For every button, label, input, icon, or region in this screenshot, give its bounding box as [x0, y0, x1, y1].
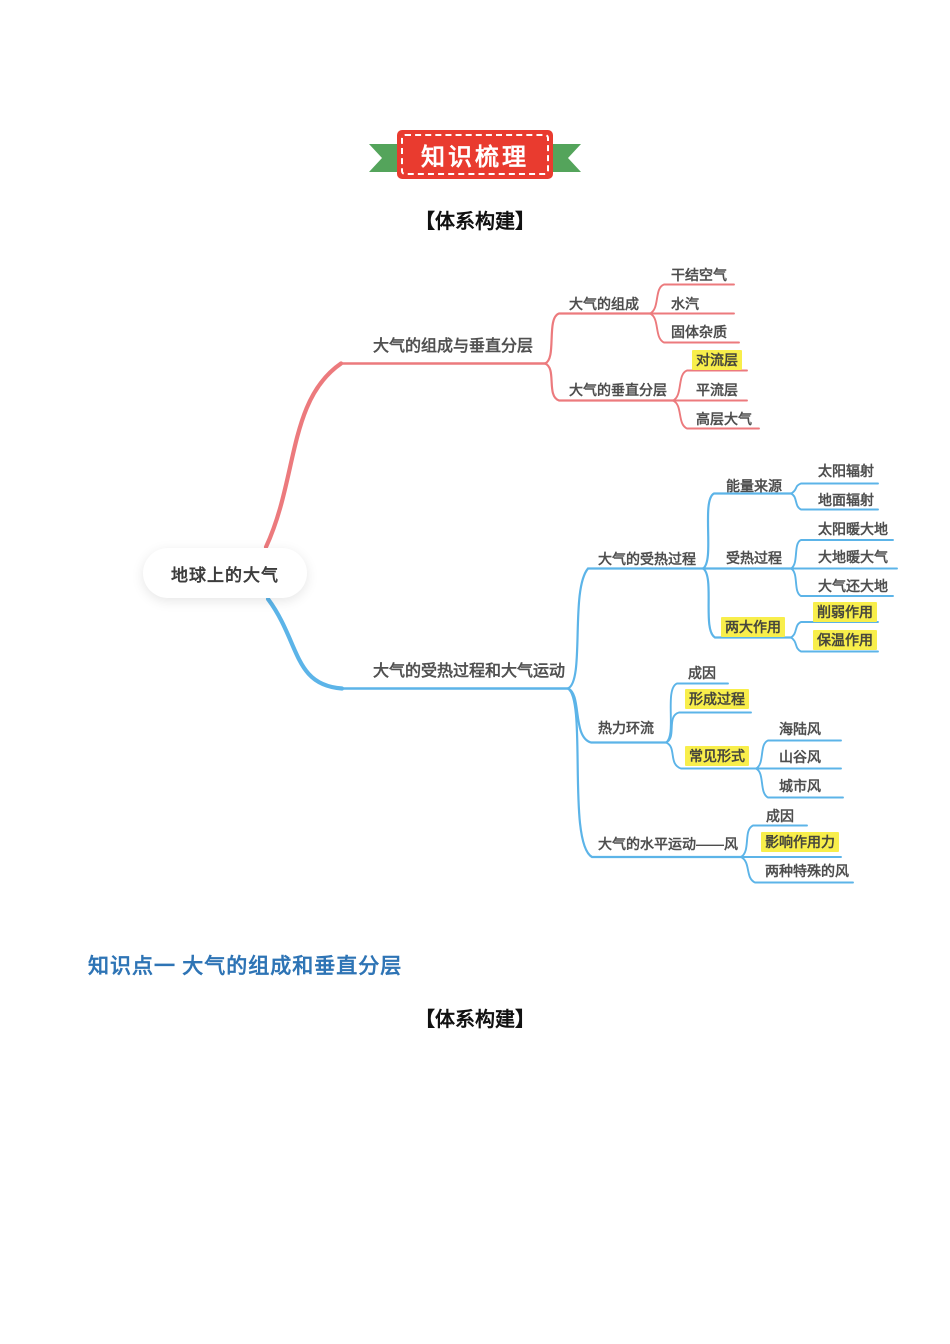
- leaf-solar-radiation: 太阳辐射: [818, 463, 874, 479]
- leaf-dry-clean-air: 干结空气: [671, 267, 727, 283]
- banner-red-box: 知识梳理: [397, 130, 553, 179]
- branch-heating-process-and-motion: 大气的受热过程和大气运动: [373, 663, 566, 680]
- leaf-cause-2: 成因: [766, 808, 794, 824]
- system-build-heading-1: 【体系构建】: [415, 211, 535, 233]
- leaf-sea-land-breeze: 海陆风: [779, 721, 821, 737]
- node-horizontal-motion-wind: 大气的水平运动——风: [598, 836, 738, 852]
- leaf-stratosphere: 平流层: [696, 382, 738, 398]
- node-two-effects: 两大作用: [721, 617, 785, 638]
- branch-composition-vertical-layering: 大气的组成与垂直分层: [373, 338, 534, 355]
- leaf-urban-breeze: 城市风: [779, 778, 821, 794]
- leaf-ground-radiation: 地面辐射: [818, 492, 874, 508]
- leaf-formation-process: 形成过程: [685, 689, 749, 710]
- banner-dashed-border: 知识梳理: [401, 134, 549, 175]
- leaf-upper-atmosphere: 高层大气: [696, 411, 752, 427]
- node-thermal-circulation: 热力环流: [598, 720, 654, 736]
- leaf-water-vapor: 水汽: [671, 296, 699, 312]
- node-atmosphere-composition: 大气的组成: [569, 296, 639, 312]
- node-common-forms: 常见形式: [685, 746, 749, 767]
- banner-title: 知识梳理: [421, 144, 529, 171]
- leaf-influencing-forces: 影响作用力: [761, 832, 839, 853]
- leaf-sun-warms-ground: 太阳暖大地: [818, 521, 888, 537]
- node-energy-source: 能量来源: [726, 478, 782, 494]
- leaf-two-special-winds: 两种特殊的风: [765, 863, 849, 879]
- blue-branch-lines: [265, 482, 898, 884]
- leaf-troposphere: 对流层: [692, 350, 742, 371]
- leaf-cause-1: 成因: [688, 665, 716, 681]
- leaf-ground-warms-air: 大地暖大气: [818, 549, 888, 565]
- leaf-weakening-effect: 削弱作用: [813, 602, 877, 623]
- node-root: 地球上的大气: [143, 548, 307, 598]
- node-heating-steps: 受热过程: [726, 550, 782, 566]
- system-build-heading-2: 【体系构建】: [415, 1009, 535, 1031]
- leaf-valley-breeze: 山谷风: [779, 749, 821, 765]
- leaf-insulation-effect: 保温作用: [813, 630, 877, 651]
- leaf-air-returns-ground: 大气还大地: [818, 578, 888, 594]
- node-heating-process: 大气的受热过程: [598, 551, 696, 567]
- leaf-solid-impurities: 固体杂质: [671, 324, 727, 340]
- knowledge-point-heading: 知识点一 大气的组成和垂直分层: [88, 954, 403, 978]
- node-vertical-layering: 大气的垂直分层: [569, 382, 667, 398]
- knowledge-banner: 知识梳理: [369, 130, 581, 179]
